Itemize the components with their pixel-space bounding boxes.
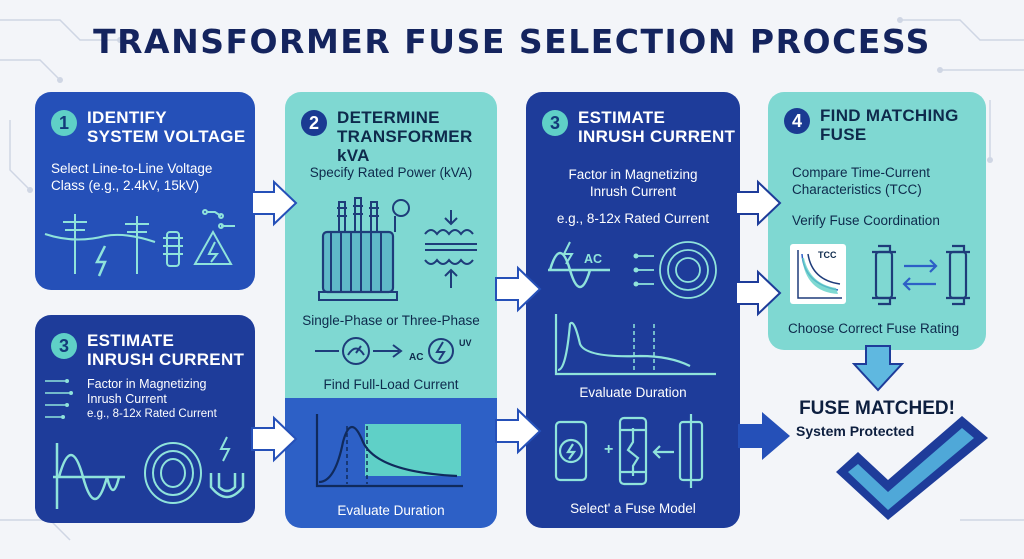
step1-body-line1: Select Line-to-Line Voltage [51, 161, 213, 176]
checkmark-icon [836, 416, 988, 520]
step2-panel: 2 DETERMINE TRANSFORMER kVA Specify Rate… [285, 92, 497, 398]
step3-heading-line2: INRUSH CURRENT [578, 127, 736, 146]
step3-ac-label: AC [584, 252, 603, 266]
step1-heading-line1: IDENTIFY [87, 108, 167, 127]
step2-heading: DETERMINE TRANSFORMER kVA [337, 108, 497, 165]
step4-verify-text: Verify Fuse Coordination [792, 213, 940, 228]
page-title: TRANSFORMER FUSE SELECTION PROCESS [93, 22, 931, 61]
step3-panel: 3 ESTIMATE INRUSH CURRENT Factor in Magn… [526, 92, 740, 528]
step3-model-text: Select' a Fuse Model [570, 501, 696, 516]
step3-body-line2: Inrush Current [589, 184, 677, 199]
step1-body: Select Line-to-Line Voltage Class (e.g.,… [51, 160, 251, 194]
transformer-icon [318, 197, 410, 301]
power-pole-icon [44, 209, 235, 277]
step2-load-text: Find Full-Load Current [323, 377, 459, 392]
fuse-coordination-icon [872, 244, 970, 306]
tcc-label: TCC [818, 250, 837, 260]
step2-phase-text: Single-Phase or Three-Phase [302, 313, 480, 328]
step4-heading: FIND MATCHING FUSE [820, 106, 959, 144]
step3b-heading-line2: INRUSH CURRENT [87, 350, 245, 369]
step3b-factor: e.g., 8-12x Rated Current [87, 408, 217, 420]
step1-heading-line2: SYSTEM VOLTAGE [87, 127, 246, 146]
arrow-step2-to-step3-top [495, 265, 542, 313]
transformer-symbol-icon [424, 210, 477, 288]
tcc-chart-icon: TCC [790, 244, 846, 304]
step3-duration-text: Evaluate Duration [579, 385, 687, 400]
step2-duration-text: Evaluate Duration [337, 503, 445, 518]
arrow-step4-down [852, 345, 904, 392]
ac-wave-icon [548, 241, 610, 289]
step3b-body-line2: Inrush Current [87, 392, 167, 406]
step3-body-line1: Factor in Magnetizing [568, 167, 698, 182]
arrow-step2-to-step3-bottom [495, 407, 542, 455]
step4-heading-line2: FUSE [820, 125, 867, 144]
bolt-circle-icon [428, 338, 454, 364]
step4-heading-line1: FIND MATCHING [820, 106, 959, 125]
step1-heading: IDENTIFY SYSTEM VOLTAGE [87, 108, 245, 146]
result-title: FUSE MATCHED! [799, 398, 955, 419]
step3-heading: ESTIMATE INRUSH CURRENT [578, 108, 735, 146]
step2-heading-line2: TRANSFORMER kVA [337, 127, 473, 165]
duration-curve-icon [315, 414, 463, 488]
step2-heading-line1: DETERMINE [337, 108, 440, 127]
step3-number: 3 [542, 110, 568, 136]
step2-uv-label: UV [459, 338, 472, 348]
step3-heading-line1: ESTIMATE [578, 108, 666, 127]
coil-rings-icon [144, 442, 202, 504]
step3b-panel: 3 ESTIMATE INRUSH CURRENT Factor in Magn… [35, 315, 255, 523]
step4-body: Compare Time-Current Characteristics (TC… [792, 164, 982, 198]
step1-body-line2: Class (e.g., 2.4kV, 15kV) [51, 178, 200, 193]
step2-body: Specify Rated Power (kVA) [309, 165, 473, 180]
arrow-step3b-to-step2 [251, 415, 298, 463]
circuit-lines-icon [45, 379, 73, 419]
meter-icon [315, 337, 403, 365]
arrow-step3-to-result [738, 412, 790, 460]
coil-rings-icon [633, 241, 717, 299]
fuse-model-icon [554, 414, 704, 488]
arrow-step1-to-step2 [251, 179, 298, 227]
step3b-heading-line1: ESTIMATE [87, 331, 175, 350]
inrush-curve-icon [554, 314, 716, 376]
step3-plus: + [604, 441, 614, 458]
step2-number: 2 [301, 110, 327, 136]
sine-wave-icon [53, 443, 125, 509]
step1-number: 1 [51, 110, 77, 136]
step1-panel: 1 IDENTIFY SYSTEM VOLTAGE Select Line-to… [35, 92, 255, 290]
step4-panel: 4 FIND MATCHING FUSE Compare Time-Curren… [768, 92, 986, 350]
step3b-body-line1: Factor in Magnetizing [87, 377, 207, 391]
step3-factor-text: e.g., 8-12x Rated Current [556, 211, 710, 226]
magnet-icon [209, 436, 245, 499]
step3b-heading: ESTIMATE INRUSH CURRENT [87, 331, 244, 369]
step4-rating-text: Choose Correct Fuse Rating [788, 321, 960, 336]
step4-body-line2: Characteristics (TCC) [792, 182, 922, 197]
step2-ac-label: AC [409, 352, 424, 363]
arrow-step3-to-step4-top [735, 179, 782, 227]
step3b-number: 3 [51, 333, 77, 359]
step2-lower-panel: Evaluate Duration [285, 398, 497, 528]
arrow-step3-to-step4-bottom [735, 269, 782, 317]
step4-number: 4 [784, 108, 810, 134]
step3-body: Factor in Magnetizing Inrush Current [526, 166, 740, 200]
result-subtitle: System Protected [796, 423, 915, 439]
step3b-body: Factor in Magnetizing Inrush Current e.g… [87, 377, 252, 422]
step4-body-line1: Compare Time-Current [792, 165, 931, 180]
